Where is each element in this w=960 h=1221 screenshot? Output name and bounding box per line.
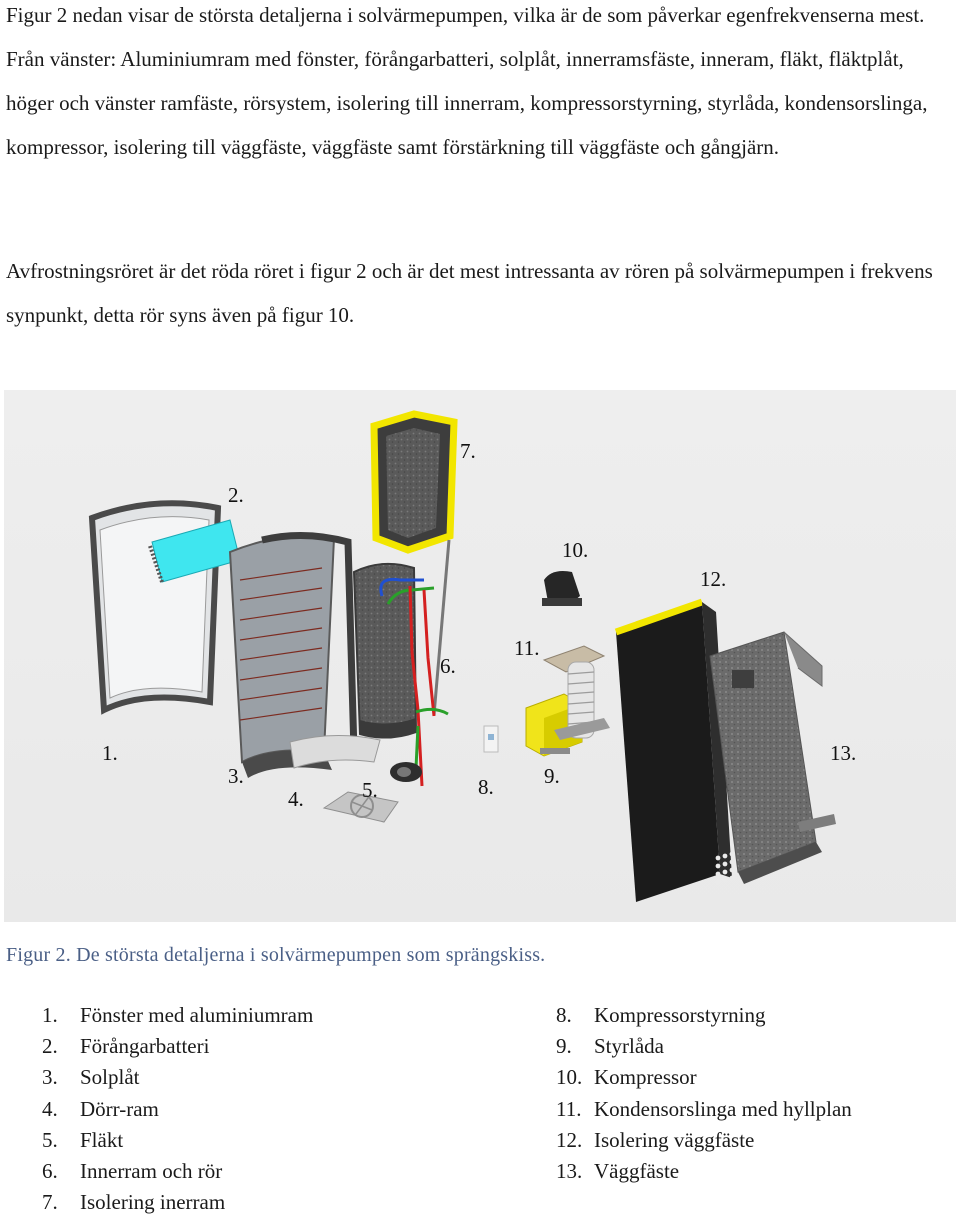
legend-number: 12. xyxy=(556,1127,583,1152)
legend-number: 3. xyxy=(42,1065,58,1090)
legend-text: Styrlåda xyxy=(594,1034,664,1059)
list-item: 7. Isolering inerram xyxy=(42,1187,313,1218)
legend-number: 5. xyxy=(42,1127,58,1152)
list-item: 13. Väggfäste xyxy=(556,1156,852,1187)
figure-label-7: 7. xyxy=(460,439,476,463)
legend-text: Solplåt xyxy=(80,1065,140,1090)
list-item: 5. Fläkt xyxy=(42,1125,313,1156)
compressor-part xyxy=(542,571,582,606)
list-item: 12. Isolering väggfäste xyxy=(556,1125,852,1156)
legend-number: 10. xyxy=(556,1065,583,1090)
legend-text: Kondensorslinga med hyllplan xyxy=(594,1096,852,1121)
legend-text: Isolering väggfäste xyxy=(594,1127,755,1152)
legend-number: 11. xyxy=(556,1096,582,1121)
legend-text: Fläkt xyxy=(80,1127,124,1152)
figure-label-8: 8. xyxy=(478,775,494,799)
legend-number: 9. xyxy=(556,1034,572,1059)
legend-text: Fönster med aluminiumram xyxy=(80,1003,314,1027)
legend-text: Förångarbatteri xyxy=(80,1034,210,1059)
figure-label-2: 2. xyxy=(228,483,244,507)
list-item: 6. Innerram och rör xyxy=(42,1156,313,1187)
legend-text: Kompressorstyrning xyxy=(594,1003,766,1027)
condenser-coil-part xyxy=(542,645,610,740)
list-item: 8. Kompressorstyrning xyxy=(556,1000,852,1031)
wall-bracket-part xyxy=(709,631,836,885)
intro-paragraph: Figur 2 nedan visar de största detaljern… xyxy=(6,3,928,159)
defrost-paragraph: Avfrostningsröret är det röda röret i fi… xyxy=(6,259,933,327)
figure-label-13: 13. xyxy=(830,741,857,765)
legend-text: Innerram och rör xyxy=(80,1159,223,1184)
list-item: 4. Dörr-ram xyxy=(42,1094,313,1125)
solar-plate-part xyxy=(228,534,336,778)
list-item: 11. Kondensorslinga med hyllplan xyxy=(556,1094,852,1125)
figure-label-10: 10. xyxy=(562,538,589,562)
legend-number: 2. xyxy=(42,1034,58,1059)
figure-label-4: 4. xyxy=(288,787,304,811)
legend-number: 1. xyxy=(42,1003,58,1027)
insulation-wall-bracket-part xyxy=(614,598,732,902)
compressor-control-part xyxy=(483,725,499,753)
figure-label-12: 12. xyxy=(700,567,727,591)
legend-text: Väggfäste xyxy=(594,1159,680,1184)
legend-text: Dörr-ram xyxy=(80,1096,159,1121)
door-frame-part xyxy=(261,532,381,769)
list-item: 3. Solplåt xyxy=(42,1062,313,1093)
list-item: 2. Förångarbatteri xyxy=(42,1031,313,1062)
support-rod xyxy=(432,539,451,716)
figure-label-9: 9. xyxy=(544,764,560,788)
legend-text: Kompressor xyxy=(594,1065,697,1090)
list-item: 9. Styrlåda xyxy=(556,1031,852,1062)
legend-number: 7. xyxy=(42,1190,58,1215)
figure-label-5: 5. xyxy=(362,778,378,802)
legend-number: 13. xyxy=(556,1159,583,1184)
inner-frame-part xyxy=(352,562,418,739)
figure-caption: Figur 2. De största detaljerna i solvärm… xyxy=(6,944,546,966)
list-item: 10. Kompressor xyxy=(556,1062,852,1093)
figure-label-1: 1. xyxy=(102,741,118,765)
legend-text: Isolering inerram xyxy=(80,1190,226,1215)
exploded-view-drawing xyxy=(88,410,836,902)
legend-number: 8. xyxy=(556,1003,572,1027)
fan-part xyxy=(322,762,422,823)
figure-label-3: 3. xyxy=(228,764,244,788)
pipe-system xyxy=(379,577,449,787)
legend-number: 6. xyxy=(42,1159,58,1184)
legend-list-left: 1. Fönster med aluminiumram 2. Förångarbat… xyxy=(42,1000,313,1218)
exploded-view-figure: 1. 2. 3. 4. 5. 6. 7. 8. 9. 10. 11. 12. 1… xyxy=(4,390,956,922)
figure-label-6: 6. xyxy=(440,654,456,678)
list-item: 1. Fönster med aluminiumram xyxy=(42,1000,313,1031)
insulation-inner-part xyxy=(370,410,458,554)
figure-label-11: 11. xyxy=(514,636,540,660)
legend-number: 4. xyxy=(42,1096,58,1121)
legend-list-right: 8. Kompressorstyrning 9. Styrlåda 10. Kompr… xyxy=(556,1000,852,1187)
